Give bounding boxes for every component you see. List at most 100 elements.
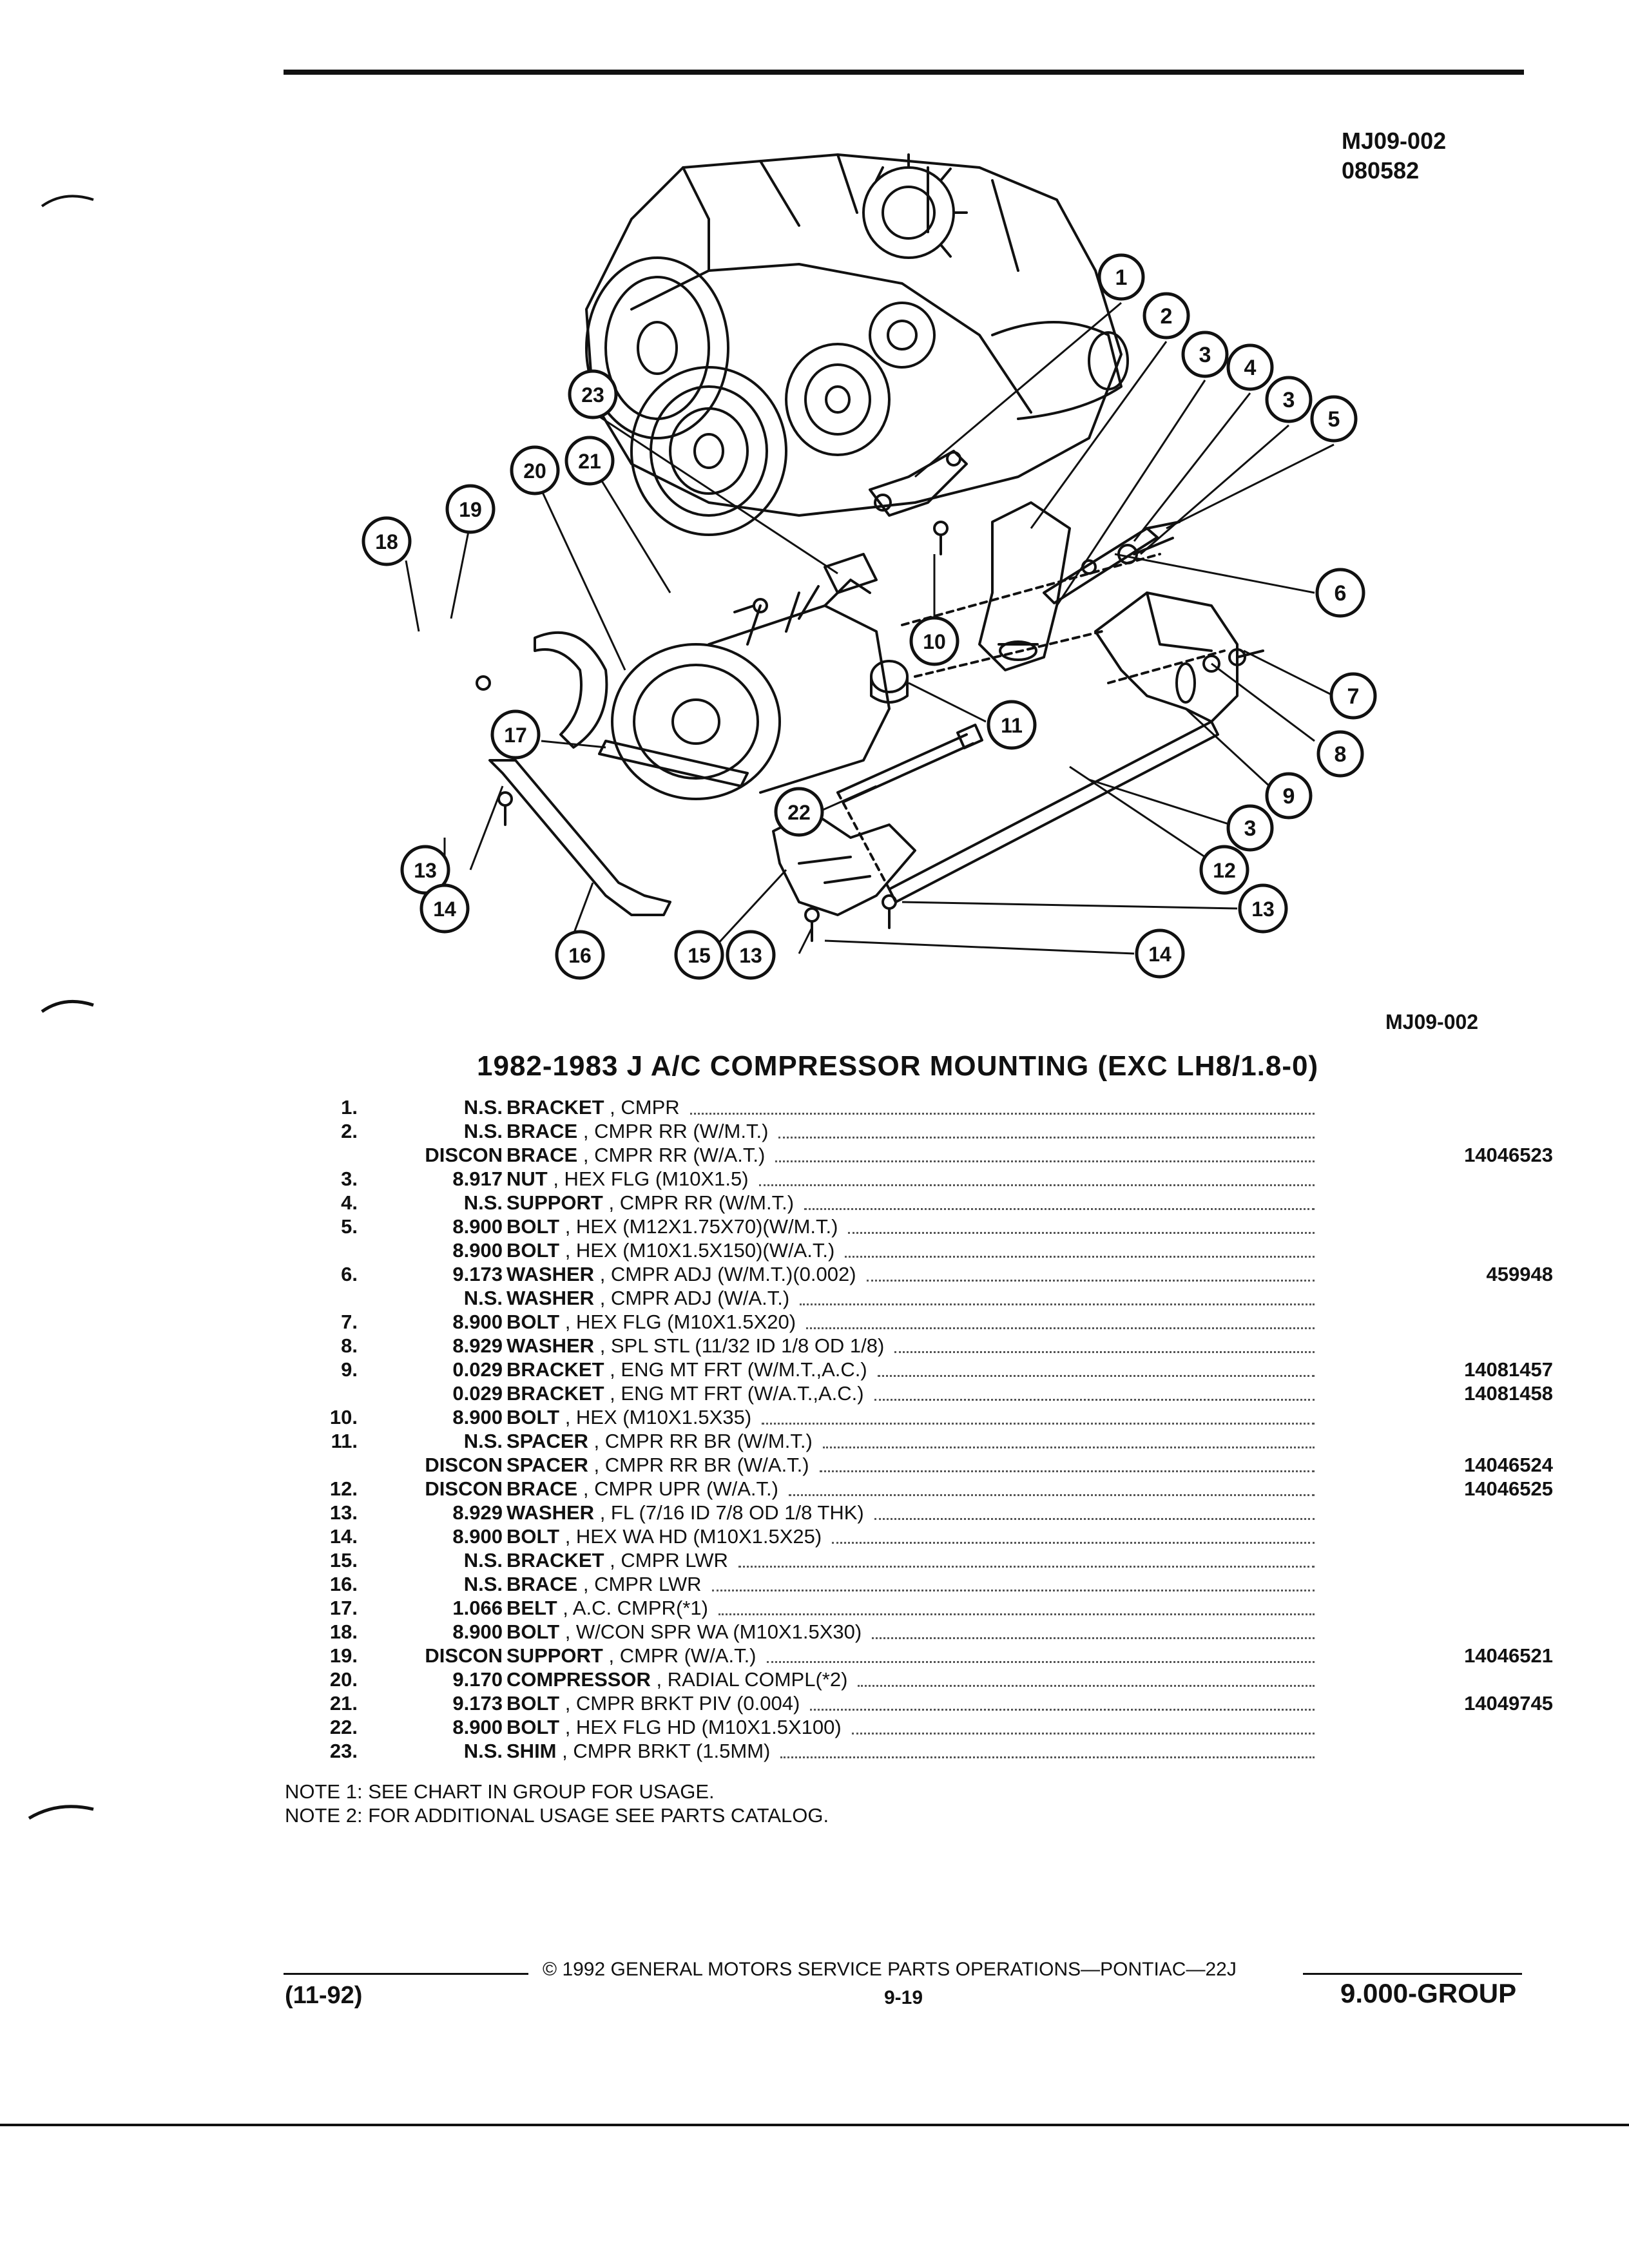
part-detail: , CMPR UPR (W/A.T.) <box>577 1477 778 1500</box>
part-detail: , CMPR LWR <box>577 1573 702 1595</box>
part-name: BRACKET <box>506 1549 604 1571</box>
callout: 14 <box>1135 928 1185 979</box>
part-group-code: 8.900 <box>452 1716 503 1738</box>
part-ref-number: 20. <box>329 1668 358 1691</box>
part-name: BRACKET <box>506 1382 604 1405</box>
part-description: WASHER , CMPR ADJ (W/M.T.)(0.002) <box>506 1262 856 1286</box>
part-description: SPACER , CMPR RR BR (W/M.T.) <box>506 1429 813 1453</box>
part-row: 2. N.S.BRACE , CMPR RR (W/M.T.) <box>277 1119 1553 1143</box>
svg-text:11: 11 <box>1001 714 1023 737</box>
svg-text:6: 6 <box>1335 581 1347 606</box>
part-description: BOLT , W/CON SPR WA (M10X1.5X30) <box>506 1620 862 1644</box>
figure-caption-code: MJ09-002 <box>1385 1010 1479 1033</box>
callout: 13 <box>726 930 776 980</box>
leader-dots <box>762 1399 1315 1425</box>
svg-text:1: 1 <box>1115 265 1128 290</box>
part-description: BRACE , CMPR LWR <box>506 1572 702 1596</box>
part-ref-number: 13. <box>329 1501 358 1524</box>
part-name: WASHER <box>506 1263 595 1285</box>
callout: 7 <box>1329 672 1377 720</box>
part-row: N.S.WASHER , CMPR ADJ (W/A.T.) <box>277 1286 1553 1310</box>
part-detail: , W/CON SPR WA (M10X1.5X30) <box>559 1620 862 1643</box>
part-name: BRACKET <box>506 1358 604 1381</box>
part-description: BRACE , CMPR RR (W/M.T.) <box>506 1119 768 1143</box>
leader-dots <box>806 1303 1315 1329</box>
part-description: BRACKET , ENG MT FRT (W/A.T.,A.C.) <box>506 1381 864 1405</box>
leader-dots <box>852 1709 1315 1735</box>
callout: 20 <box>510 445 560 495</box>
part-description: BRACKET , CMPR <box>506 1095 680 1119</box>
leader-dots <box>804 1184 1315 1210</box>
part-group-code: 0.029 <box>452 1358 503 1381</box>
part-name: BRACE <box>506 1120 578 1142</box>
svg-text:10: 10 <box>923 630 946 653</box>
callout: 8 <box>1316 730 1364 778</box>
callout: 15 <box>674 930 724 980</box>
svg-text:13: 13 <box>1251 898 1275 921</box>
page-number: 9-19 <box>884 1987 923 2008</box>
callout: 1 <box>1097 253 1145 301</box>
part-description: BOLT , HEX (M12X1.75X70)(W/M.T.) <box>506 1215 838 1238</box>
part-detail: , CMPR BRKT PIV (0.004) <box>559 1692 800 1715</box>
part-group-code: 8.900 <box>452 1525 503 1548</box>
svg-text:18: 18 <box>375 530 398 553</box>
part-ref-number: 5. <box>341 1215 358 1238</box>
part-name: SUPPORT <box>506 1644 603 1667</box>
diagram-artwork <box>476 153 1264 942</box>
part-group-code: 8.900 <box>452 1239 503 1262</box>
part-group-code: N.S. <box>463 1191 503 1214</box>
leader-dots <box>878 1351 1315 1377</box>
svg-text:14: 14 <box>433 898 456 921</box>
part-description: BOLT , HEX FLG (M10X1.5X20) <box>506 1310 796 1334</box>
leader-dots <box>718 1590 1315 1615</box>
part-group-code: DISCON <box>425 1644 503 1667</box>
svg-text:8: 8 <box>1335 742 1347 767</box>
part-group-code: N.S. <box>463 1120 503 1142</box>
part-detail: , CMPR RR (W/M.T.) <box>602 1191 795 1214</box>
part-detail: , CMPR RR BR (W/A.T.) <box>588 1454 809 1476</box>
part-group-code: DISCON <box>425 1454 503 1476</box>
part-detail: , HEX FLG HD (M10X1.5X100) <box>559 1716 842 1738</box>
leader-dots <box>823 1423 1315 1448</box>
svg-text:3: 3 <box>1244 816 1257 841</box>
part-ref-number: 4. <box>341 1191 358 1214</box>
part-number: 14049745 <box>1464 1692 1553 1715</box>
svg-text:7: 7 <box>1347 684 1360 709</box>
part-ref-number: 7. <box>341 1311 358 1333</box>
part-group-code: 8.929 <box>452 1501 503 1524</box>
part-name: BRACE <box>506 1477 578 1500</box>
leader-dots <box>858 1661 1315 1687</box>
part-description: SHIM , CMPR BRKT (1.5MM) <box>506 1739 770 1763</box>
part-group-code: 1.066 <box>452 1597 503 1619</box>
svg-text:9: 9 <box>1283 784 1295 809</box>
part-ref-number: 18. <box>329 1620 358 1643</box>
svg-text:14: 14 <box>1148 943 1171 966</box>
part-description: BRACKET , CMPR LWR <box>506 1548 728 1572</box>
part-ref-number: 19. <box>329 1644 358 1667</box>
part-description: BRACE , CMPR RR (W/A.T.) <box>506 1143 765 1167</box>
note-2: NOTE 2: FOR ADDITIONAL USAGE SEE PARTS C… <box>285 1804 829 1827</box>
part-name: WASHER <box>506 1501 595 1524</box>
leader-dots <box>738 1542 1315 1568</box>
svg-text:15: 15 <box>688 944 711 967</box>
part-ref-number: 16. <box>329 1573 358 1595</box>
part-description: BRACKET , ENG MT FRT (W/M.T.,A.C.) <box>506 1358 867 1381</box>
part-detail: , CMPR (W/A.T.) <box>602 1644 757 1667</box>
part-ref-number: 2. <box>341 1120 358 1142</box>
part-group-code: 8.900 <box>452 1406 503 1428</box>
part-group-code: N.S. <box>463 1549 503 1571</box>
callout: 23 <box>568 369 618 419</box>
part-description: SUPPORT , CMPR (W/A.T.) <box>506 1644 757 1667</box>
part-description: WASHER , FL (7/16 ID 7/8 OD 1/8 THK) <box>506 1501 864 1524</box>
callout: 9 <box>1265 772 1313 820</box>
copyright: © 1992 GENERAL MOTORS SERVICE PARTS OPER… <box>543 1959 1237 1980</box>
part-name: BELT <box>506 1597 557 1619</box>
part-detail: , CMPR ADJ (W/A.T.) <box>594 1287 790 1309</box>
leader-dots <box>894 1327 1315 1353</box>
